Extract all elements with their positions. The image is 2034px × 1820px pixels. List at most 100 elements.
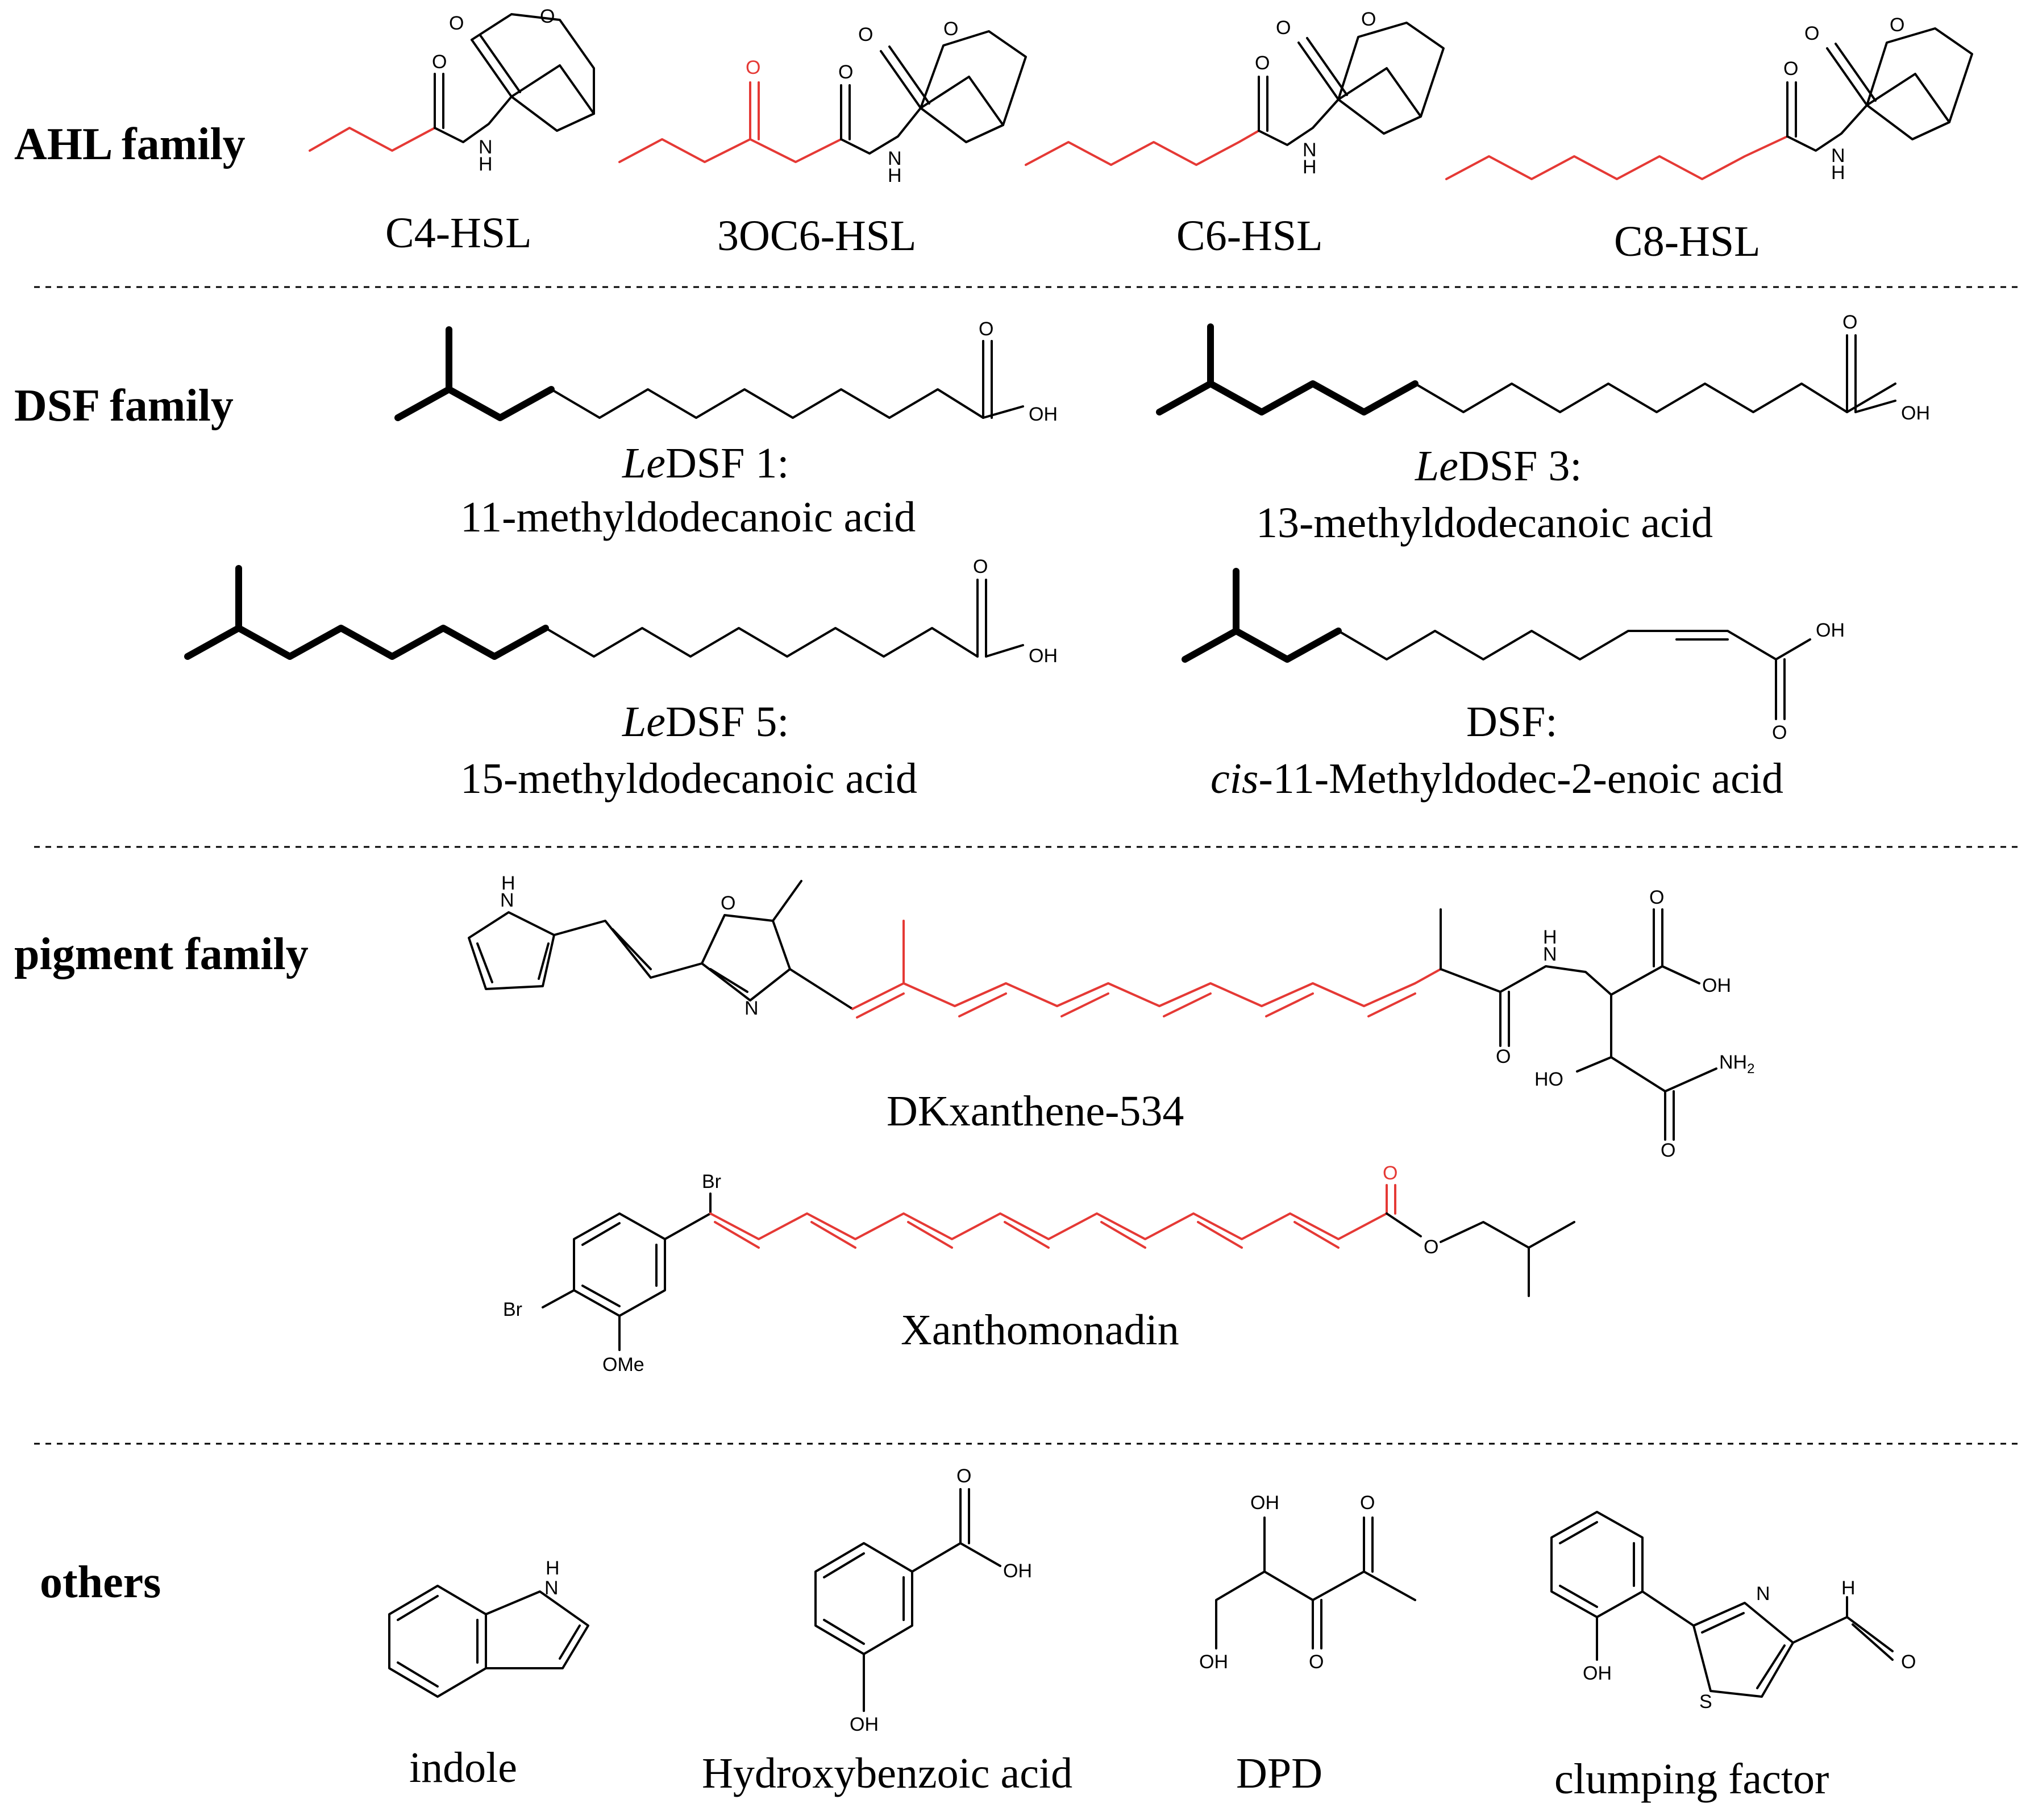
svg-text:LeDSF 3:: LeDSF 3: [1415, 442, 1582, 490]
atom-br: Br [702, 1171, 721, 1192]
atom-o: O [432, 51, 447, 73]
label-clumping-factor: clumping factor [1554, 1755, 1829, 1803]
label-ledsf-5: LeDSF 5: 15-methyldodecanoic acid [460, 698, 917, 803]
atom-o: O [1804, 23, 1819, 44]
structure-3oc6-hsl: O O N H O O [618, 18, 1027, 186]
atom-h: H [1831, 162, 1845, 184]
atom-o: O [449, 13, 464, 34]
atom-o: O [1772, 722, 1787, 743]
label-dkxanthene-534: DKxanthene-534 [887, 1087, 1184, 1135]
atom-n: N [1543, 944, 1557, 965]
label-ledsf-5-name: DSF 5: [665, 698, 789, 746]
atom-oh: OH [1583, 1663, 1612, 1684]
structure-ledsf-1: O OH [394, 318, 1058, 425]
structure-indole: N H [388, 1557, 589, 1698]
atom-h: H [501, 872, 515, 894]
label-ledsf-1-sub: 11-methyldodecanoic acid [460, 493, 916, 541]
atom-h: H [546, 1557, 560, 1579]
family-label-pigment: pigment family [14, 929, 309, 979]
atom-o: O [838, 61, 853, 83]
structure-dsf: OH O [1182, 568, 1845, 743]
atom-o: O [956, 1465, 971, 1487]
label-dsf: DSF: cis-11-Methyldodec-2-enoic acid [1211, 698, 1783, 803]
atom-o-red: O [746, 57, 760, 78]
atom-oh: OH [1029, 645, 1058, 667]
structure-ledsf-3: O OH [1156, 311, 1930, 424]
structure-clumping-factor: OH N S O H [1550, 1511, 1916, 1713]
atom-n: N [1756, 1583, 1770, 1605]
label-ledsf-3-sub: 13-methyldodecanoic acid [1256, 499, 1713, 547]
label-c4-hsl: C4-HSL [385, 209, 532, 257]
structure-c4-hsl: O N H O O [309, 6, 595, 175]
atom-o: O [1255, 52, 1270, 74]
label-3oc6-hsl: 3OC6-HSL [717, 212, 916, 260]
atom-o: O [943, 18, 958, 40]
label-ledsf-3: LeDSF 3: 13-methyldodecanoic acid [1256, 442, 1713, 547]
svg-text:cis-11-Methyldodec-2-enoic aci: cis-11-Methyldodec-2-enoic acid [1211, 755, 1783, 803]
atom-o: O [973, 556, 988, 577]
structure-hydroxybenzoic-acid: O OH OH [814, 1465, 1032, 1735]
label-ledsf-1-prefix: Le [622, 439, 665, 487]
label-c6-hsl: C6-HSL [1176, 212, 1323, 260]
structure-ledsf-5: O OH [184, 556, 1058, 667]
atom-o: O [1649, 887, 1664, 908]
atom-o: O [858, 24, 873, 45]
atom-o: O [1276, 17, 1291, 39]
atom-n: N [744, 998, 759, 1019]
atom-n: N [500, 890, 514, 911]
label-ledsf-3-prefix: Le [1415, 442, 1458, 490]
family-label-others: others [40, 1557, 161, 1607]
atom-oh: OH [1199, 1651, 1228, 1673]
label-c8-hsl: C8-HSL [1614, 218, 1761, 265]
family-label-ahl: AHL family [14, 119, 246, 169]
label-ledsf-5-sub: 15-methyldodecanoic acid [460, 755, 917, 803]
atom-o: O [721, 892, 735, 914]
label-hydroxybenzoic-acid: Hydroxybenzoic acid [702, 1750, 1072, 1797]
atom-o: O [540, 6, 555, 27]
atom-n: N [888, 148, 902, 169]
label-xanthomonadin: Xanthomonadin [901, 1306, 1179, 1354]
atom-o: O [1901, 1651, 1916, 1673]
atom-n: N [479, 136, 493, 158]
label-ledsf-3-name: DSF 3: [1458, 442, 1582, 490]
atom-oh: OH [1003, 1560, 1032, 1582]
atom-o: O [1361, 9, 1376, 30]
atom-nh2: NH2 [1719, 1052, 1754, 1077]
atom-oh: OH [1901, 402, 1930, 424]
structure-c6-hsl: O N H O O [1025, 9, 1445, 178]
atom-o: O [1360, 1492, 1375, 1514]
atom-oh: OH [1250, 1492, 1279, 1514]
label-dpd: DPD [1236, 1750, 1322, 1797]
label-ledsf-1: LeDSF 1: 11-methyldodecanoic acid [460, 439, 916, 541]
atom-o: O [1842, 311, 1857, 333]
atom-oh: OH [1702, 975, 1731, 996]
label-dsf-sub: -11-Methyldodec-2-enoic acid [1258, 755, 1783, 803]
atom-s: S [1699, 1691, 1712, 1713]
atom-h: H [1841, 1577, 1856, 1599]
label-ledsf-5-prefix: Le [622, 698, 665, 746]
atom-o: O [1890, 14, 1904, 36]
atom-oh: OH [1816, 620, 1845, 641]
structure-dkxanthene-534: N H O N O N H O OH HO [468, 872, 1754, 1161]
atom-h: H [479, 153, 493, 175]
label-dsf-sub-prefix: cis [1211, 755, 1258, 803]
atom-h: H [1543, 926, 1557, 948]
atom-o: O [979, 318, 993, 340]
atom-o-red: O [1383, 1162, 1397, 1184]
atom-n: N [1831, 145, 1845, 167]
atom-o: O [1496, 1046, 1511, 1067]
atom-ome: OMe [602, 1354, 644, 1376]
atom-h: H [1303, 156, 1317, 178]
atom-oh: OH [850, 1714, 879, 1735]
svg-text:LeDSF 5:: LeDSF 5: [622, 698, 789, 746]
atom-o: O [1783, 58, 1798, 80]
atom-o: O [1309, 1651, 1324, 1673]
svg-text:LeDSF 1:: LeDSF 1: [622, 439, 789, 487]
structure-xanthomonadin: Br OMe Br O O [503, 1162, 1575, 1376]
atom-n: N [544, 1577, 559, 1599]
structure-c8-hsl: O N H O O [1445, 14, 1973, 184]
label-ledsf-1-name: DSF 1: [665, 439, 789, 487]
label-indole: indole [409, 1744, 517, 1792]
